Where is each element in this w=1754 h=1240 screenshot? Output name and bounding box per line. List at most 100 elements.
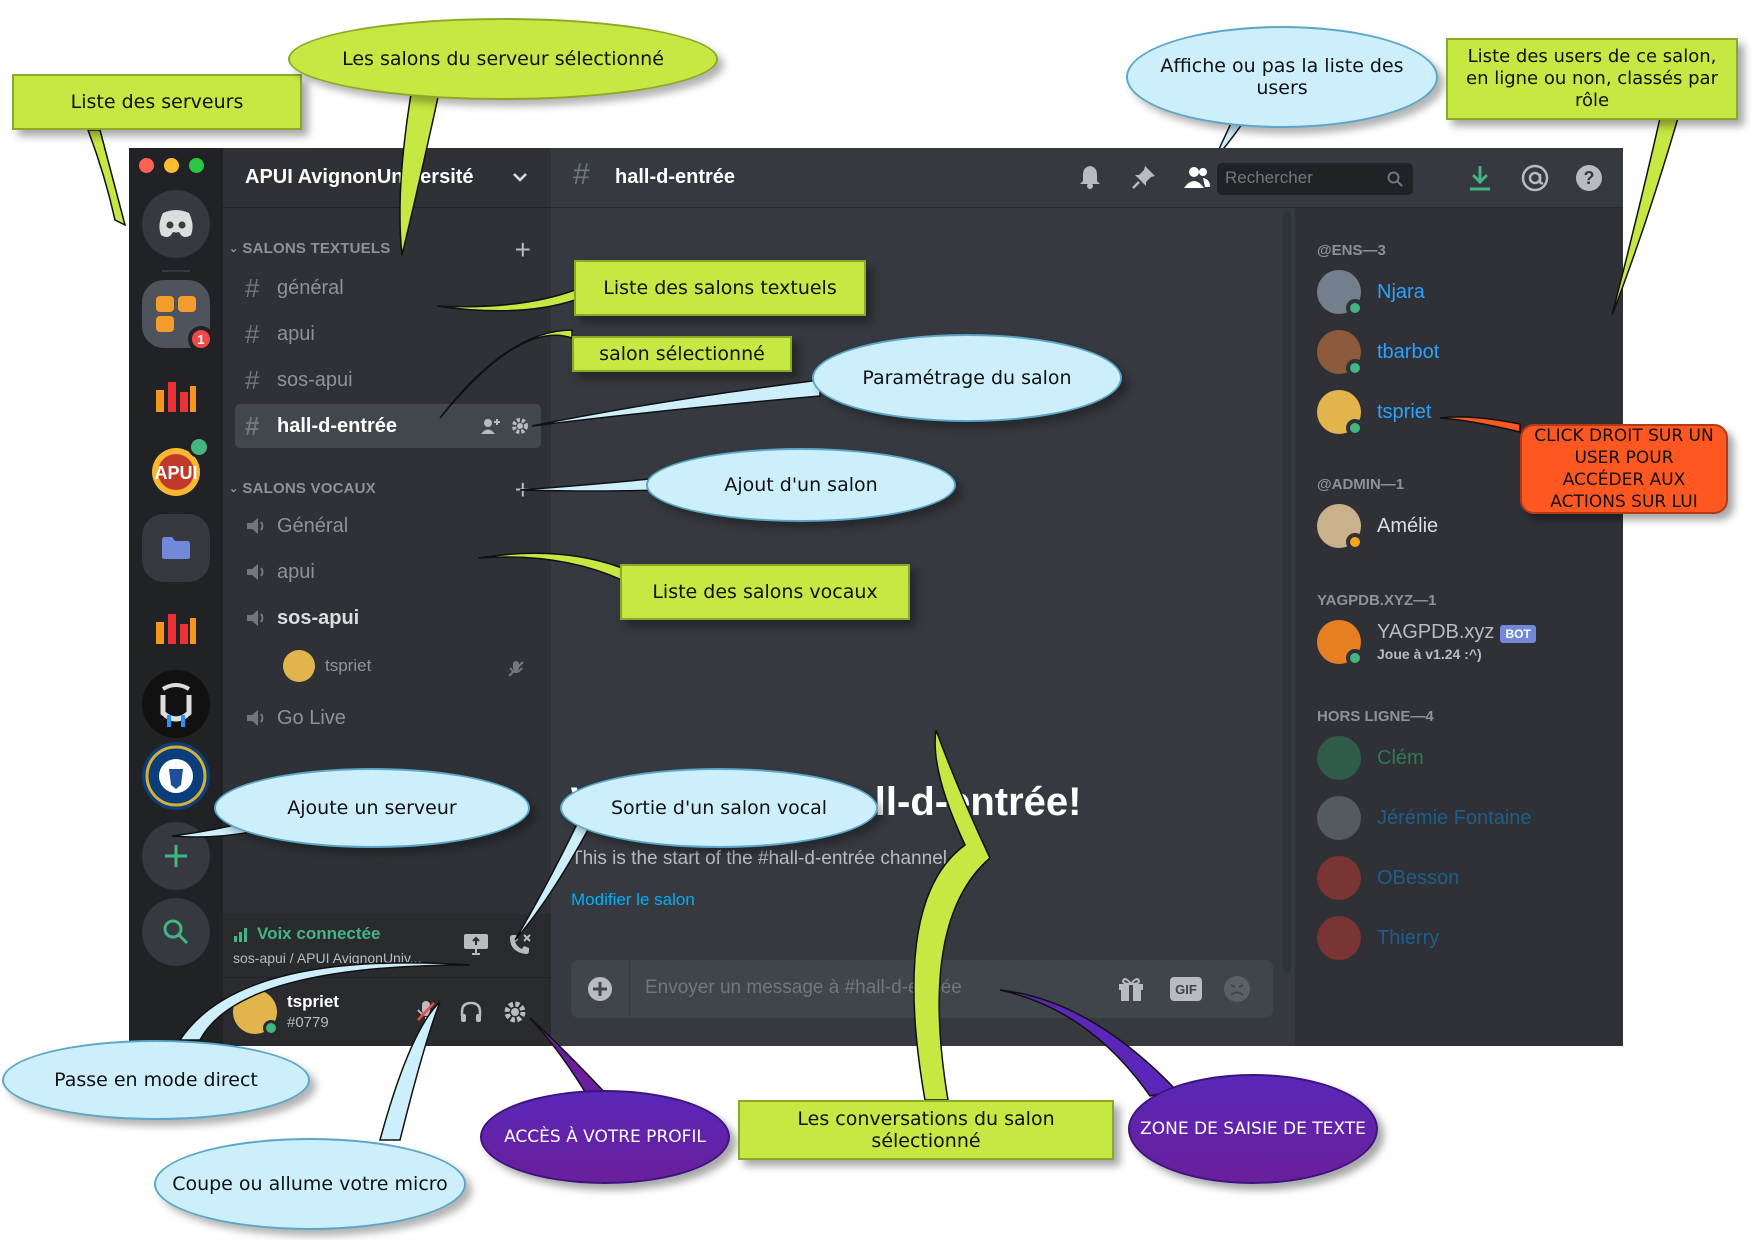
voice-connection-panel: Voix connectée sos-apui / APUI AvignonUn… (223, 914, 551, 978)
explore-servers-button[interactable] (142, 898, 210, 966)
channel-header: # hall-d-entrée Rechercher ? (551, 148, 1623, 208)
voice-channel-general[interactable]: Général (235, 504, 541, 548)
go-live-screen-icon[interactable] (463, 932, 489, 956)
member-name: Jérémie Fontaine (1377, 806, 1532, 829)
channel-sidebar: APUI AvignonUniversité ⌄SALONS TEXTUELS … (223, 148, 551, 1046)
channel-sos-apui[interactable]: #sos-apui (235, 358, 541, 402)
server-folder-2[interactable] (142, 514, 210, 582)
add-text-channel-button[interactable]: + (514, 234, 531, 265)
avatar (1317, 736, 1361, 780)
chat-scrollbar[interactable] (1283, 212, 1291, 972)
role-header: YAGPDB.XYZ—1 (1317, 592, 1437, 609)
category-text-channels[interactable]: ⌄SALONS TEXTUELS (229, 240, 391, 257)
zoom-window-button[interactable] (189, 158, 204, 173)
annotation-users-list: Liste des users de ce salon, en ligne ou… (1446, 38, 1738, 120)
server-folder[interactable]: 1 (142, 280, 214, 352)
member-list-toggle-icon[interactable] (1183, 164, 1211, 190)
channel-title: hall-d-entrée (615, 166, 736, 188)
member-name: Njara (1377, 280, 1425, 303)
mentions-icon[interactable] (1521, 164, 1549, 192)
add-voice-channel-button[interactable]: + (514, 474, 531, 505)
voice-user-row[interactable]: tspriet (283, 650, 371, 682)
avignon-logo-icon (156, 614, 196, 644)
member-row[interactable]: Njara (1317, 270, 1425, 317)
avatar (1317, 504, 1364, 551)
channel-general[interactable]: # général (235, 266, 541, 310)
user-name: tspriet (287, 992, 339, 1011)
gear-icon[interactable] (511, 417, 529, 435)
emoji-icon[interactable] (1223, 975, 1251, 1003)
server-header[interactable]: APUI AvignonUniversité (223, 148, 551, 208)
channel-label: hall-d-entrée (277, 414, 398, 437)
search-icon (1387, 171, 1403, 187)
annotation-profile: ACCÈS À VOTRE PROFIL (480, 1090, 730, 1184)
chevron-down-icon (513, 173, 527, 182)
annotation-go-live: Passe en mode direct (2, 1040, 310, 1120)
annotation-leave-voice: Sortie d'un salon vocal (560, 768, 878, 848)
voice-channel-sos-apui[interactable]: sos-apui (235, 596, 541, 640)
member-row[interactable]: Clém (1317, 736, 1424, 780)
member-row[interactable]: tbarbot (1317, 330, 1439, 377)
channel-label: général (277, 276, 344, 299)
channel-label: Général (277, 514, 349, 537)
pin-icon[interactable] (1131, 164, 1157, 190)
server-cia[interactable] (142, 742, 210, 810)
avatar (1317, 270, 1364, 317)
add-server-button[interactable] (142, 822, 210, 890)
gift-icon[interactable] (1117, 976, 1145, 1002)
status-online-icon (1346, 649, 1364, 667)
member-row[interactable]: Thierry (1317, 916, 1439, 960)
message-input[interactable]: Envoyer un message à #hall-d-entrée (645, 977, 962, 998)
voice-channel-go-live[interactable]: Go Live (235, 696, 541, 740)
help-icon[interactable]: ? (1575, 164, 1603, 192)
headphones-icon[interactable] (459, 1000, 483, 1024)
notification-bell-icon[interactable] (1077, 164, 1103, 190)
annotation-conversations: Les conversations du salon sélectionné (738, 1100, 1114, 1160)
member-row[interactable]: Amélie (1317, 504, 1438, 551)
welcome-subtitle: This is the start of the #hall-d-entrée … (571, 848, 953, 869)
speaker-icon (247, 564, 264, 580)
message-composer[interactable]: Envoyer un message à #hall-d-entrée GIF (571, 960, 1273, 1018)
attach-plus-icon[interactable] (587, 976, 613, 1002)
server-avignon-1[interactable] (142, 362, 210, 430)
voice-status[interactable]: Voix connectée (233, 924, 380, 944)
user-tag: #0779 (287, 1014, 329, 1031)
hashtag-icon: # (245, 272, 260, 303)
microphone-muted-icon[interactable] (415, 1000, 437, 1024)
online-status-icon (263, 1020, 279, 1036)
svg-text:?: ? (1584, 168, 1595, 188)
member-row[interactable]: OBesson (1317, 856, 1459, 900)
invite-icon[interactable] (481, 417, 501, 435)
settings-gear-icon[interactable] (503, 1000, 527, 1024)
voice-channel-apui[interactable]: apui (235, 550, 541, 594)
search-input[interactable]: Rechercher (1217, 163, 1413, 195)
voice-active-icon (188, 436, 210, 458)
annotation-add-server: Ajoute un serveur (214, 768, 530, 848)
apui-logo-icon: APUI (152, 448, 200, 496)
member-row[interactable]: tspriet (1317, 390, 1431, 437)
download-icon[interactable] (1467, 164, 1493, 192)
annotation-server-list: Liste des serveurs (12, 74, 302, 130)
close-window-button[interactable] (139, 158, 154, 173)
category-voice-channels[interactable]: ⌄SALONS VOCAUX (229, 480, 376, 497)
plus-icon (165, 845, 187, 867)
gif-icon[interactable]: GIF (1169, 976, 1203, 1002)
server-avignon-2[interactable] (142, 594, 210, 662)
hashtag-icon: # (245, 364, 260, 395)
server-apui[interactable]: APUI (142, 436, 210, 506)
minimize-window-button[interactable] (164, 158, 179, 173)
home-discord-button[interactable] (142, 190, 210, 258)
avignon-logo-icon (156, 382, 196, 412)
member-row[interactable]: Jérémie Fontaine (1317, 796, 1532, 840)
member-list: @ENS—3 Njara tbarbot tspriet @ADMIN—1 Am… (1295, 208, 1623, 1046)
svg-text:APUI: APUI (154, 463, 197, 483)
unread-badge: 1 (188, 326, 214, 352)
edit-channel-link[interactable]: Modifier le salon (571, 890, 695, 909)
channel-hall-d-entree[interactable]: #hall-d-entrée (235, 404, 541, 448)
discord-logo-icon (159, 210, 193, 237)
channel-apui[interactable]: #apui (235, 312, 541, 356)
seal-icon (145, 745, 207, 807)
disconnect-call-icon[interactable] (507, 932, 533, 956)
server-mascot[interactable] (142, 670, 210, 738)
